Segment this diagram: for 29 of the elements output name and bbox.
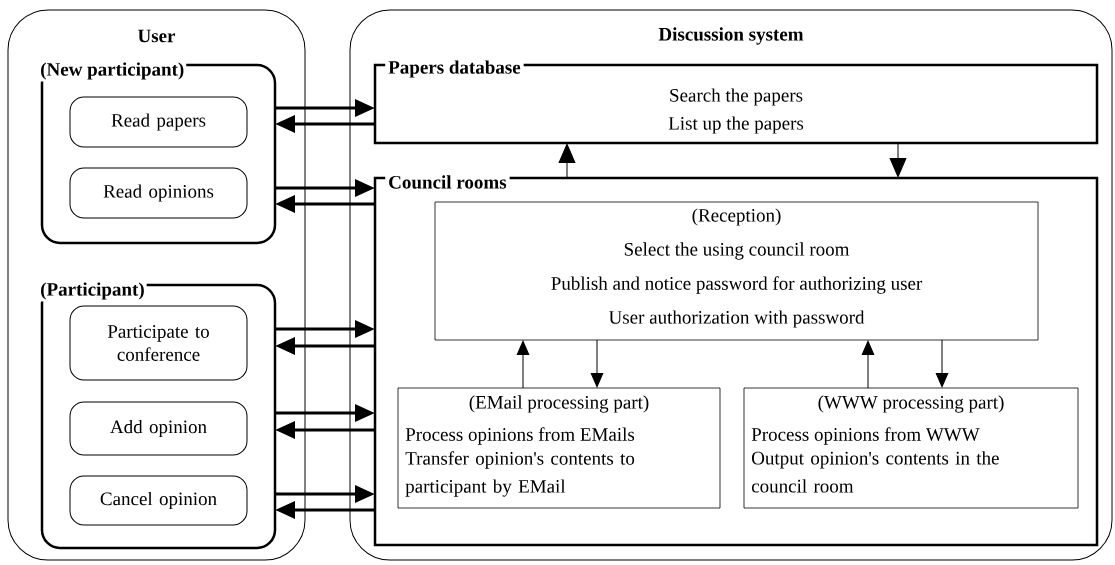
box-text: Output opinion's contents in the council room bbox=[751, 451, 999, 493]
task-box: Read papers bbox=[69, 96, 248, 148]
section-text: List up the papers bbox=[668, 116, 804, 134]
arrow bbox=[861, 340, 875, 389]
arrow bbox=[558, 143, 576, 179]
box-text: Publish and notice password for authorizing user bbox=[551, 276, 923, 294]
section-text: Search the papers bbox=[670, 88, 803, 106]
task-box: Read opinions bbox=[69, 167, 248, 219]
box-text: User authorization with password bbox=[608, 310, 865, 328]
box-text: Transfer opinion's contents to participant by EMail bbox=[405, 451, 635, 497]
task-box: Participate to conference bbox=[69, 305, 248, 381]
section-heading: Papers database bbox=[385, 57, 524, 81]
box-text: (Reception) bbox=[692, 208, 781, 226]
arrow bbox=[516, 340, 530, 389]
box-text: Process opinions from EMails bbox=[405, 427, 635, 445]
arrow bbox=[935, 339, 949, 388]
box-heading: (WWW processing part) bbox=[818, 395, 1004, 413]
box-text: Process opinions from WWW bbox=[751, 427, 980, 445]
panel-title: User bbox=[138, 29, 176, 43]
task-box: Add opinion bbox=[69, 401, 248, 456]
section-heading: Council rooms bbox=[385, 172, 510, 192]
task-box: Cancel opinion bbox=[69, 475, 248, 526]
arrow bbox=[889, 142, 907, 178]
group-heading: (New participant) bbox=[38, 60, 187, 82]
box-heading: (EMail processing part) bbox=[469, 395, 649, 413]
panel-title: Discussion system bbox=[658, 27, 804, 45]
group-heading: (Participant) bbox=[38, 280, 147, 302]
box-text: Select the using council room bbox=[624, 242, 850, 260]
arrow bbox=[590, 339, 604, 388]
